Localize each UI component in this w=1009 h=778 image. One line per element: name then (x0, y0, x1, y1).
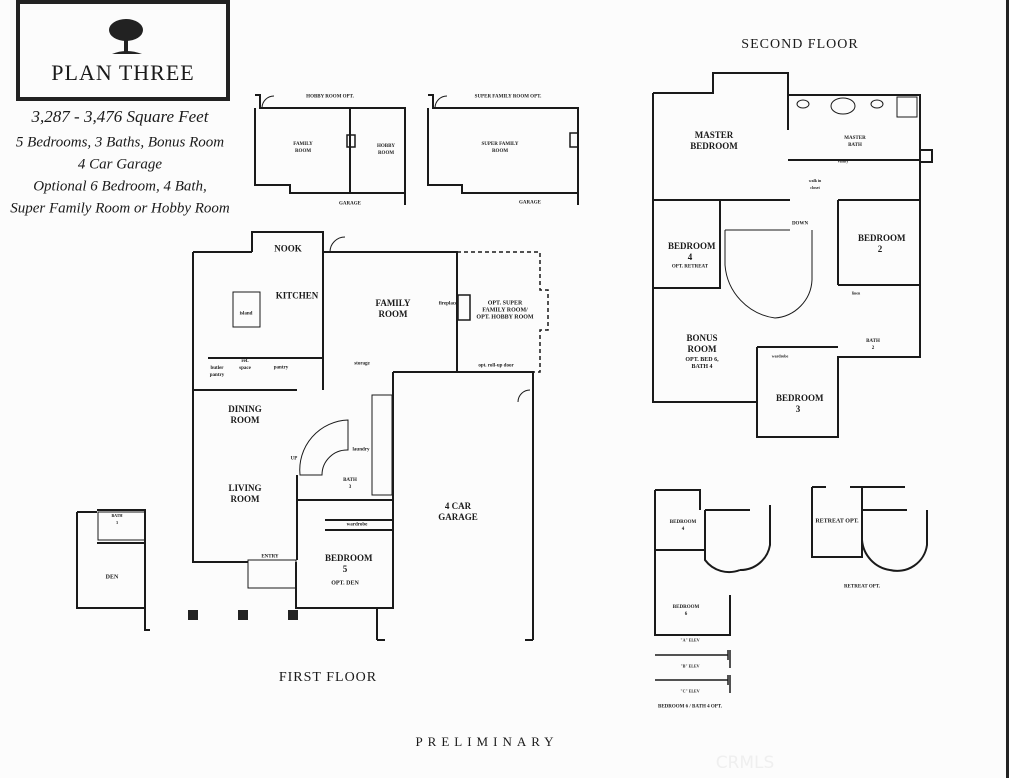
stair-up-label: UP (290, 456, 298, 462)
room-label-nook: NOOK (274, 243, 302, 254)
room-label-den: DEN (105, 574, 119, 581)
storage-label: storage (354, 361, 370, 367)
retreat-option-plan (811, 486, 928, 572)
second-floor-plan (652, 72, 933, 438)
room-label-bedroom2: BEDROOM 2 (858, 233, 906, 254)
first-floor-plan (192, 231, 549, 641)
den-bath-label: BATH 3 (111, 513, 123, 525)
bedroom6-option-plan (654, 489, 771, 693)
fireplace-label: fireplace (438, 301, 458, 307)
room-label-living: LIVING ROOM (228, 483, 262, 504)
plan-logo: PLAN THREE (16, 0, 230, 101)
room-label: HOBBY ROOM (376, 144, 396, 156)
stair-down-label: DOWN (791, 221, 809, 227)
room-label: SUPER FAMILY ROOM (481, 142, 519, 154)
feature-line: 5 Bedrooms, 3 Baths, Bonus Room (15, 134, 225, 151)
room-label-bonus: BONUS ROOM (686, 333, 718, 354)
elevation-c-label: "C" ELEV (680, 688, 700, 694)
room-label-bedroom4-opt: BEDROOM 4 (669, 520, 697, 532)
room-label-kitchen: KITCHEN (275, 290, 319, 301)
super-family-room-option-plan (427, 94, 579, 205)
second-floor-title: SECOND FLOOR (741, 37, 859, 52)
opt-retreat-label: OPT. RETREAT (671, 264, 709, 270)
bath3-label: BATH 3 (343, 478, 357, 490)
retreat-option-title: RETREAT OPT. (843, 584, 881, 590)
walkin-closet-label: walk in closet (808, 178, 822, 190)
retreat-option-label: RETREAT OPT. (815, 518, 859, 525)
tree-logo-icon (109, 19, 143, 54)
elevation-b-label: "B" ELEV (680, 663, 700, 669)
room-label-bedroom5: BEDROOM 5 (325, 553, 373, 574)
bath2-label: BATH 2 (866, 339, 880, 351)
preliminary-label: PRELIMINARY (415, 734, 559, 749)
bedroom6-option-title: BEDROOM 6 / BATH 4 OPT. (658, 704, 722, 710)
entry-label: ENTRY (261, 554, 279, 560)
room-label-bedroom3: BEDROOM 3 (776, 393, 824, 414)
square-feet: 3,287 - 3,476 Square Feet (31, 107, 209, 126)
wardrobe-label: wardrobe (771, 353, 789, 359)
feature-line: Super Family Room or Hobby Room (10, 200, 230, 217)
room-label: GARAGE (339, 201, 361, 207)
opt-bed6-label: OPT. BED 6, BATH 4 (685, 357, 719, 370)
plan-title: PLAN THREE (51, 60, 195, 85)
opt-den-label: OPT. DEN (331, 580, 359, 587)
room-label-master: MASTER BEDROOM (690, 130, 738, 151)
room-label-dining: DINING ROOM (228, 404, 262, 425)
linen-label: linen (851, 290, 861, 296)
pantry-label: pantry (273, 365, 289, 371)
super-family-option-title: SUPER FAMILY ROOM OPT. (474, 94, 542, 100)
feature-line: 4 Car Garage (77, 156, 163, 173)
den-option-plan (76, 509, 150, 631)
room-label-island: island (239, 311, 253, 317)
rollup-door-label: opt. roll-up door (478, 363, 514, 369)
butler-pantry-label: butler pantry (209, 366, 225, 378)
room-label: FAMILY ROOM (293, 142, 313, 154)
room-label-garage: 4 CAR GARAGE (438, 501, 478, 522)
room-label-bedroom6: BEDROOM 6 (672, 605, 700, 617)
vanity-label: vanity (837, 158, 849, 164)
hobby-option-title: HOBBY ROOM OPT. (306, 94, 354, 100)
room-label-family: FAMILY ROOM (375, 298, 411, 319)
room-label-opt-super: OPT. SUPER FAMILY ROOM/ OPT. HOBBY ROOM (476, 300, 534, 321)
room-label-bedroom4: BEDROOM 4 (668, 241, 716, 262)
first-floor-title: FIRST FLOOR (278, 670, 378, 685)
wardrobe-label: wardrobe (346, 522, 368, 528)
column-markers (188, 610, 298, 620)
elevation-a-label: "A" ELEV (680, 637, 700, 643)
laundry-label: laundry (352, 447, 370, 453)
hobby-room-option-plan (254, 94, 406, 205)
room-label: GARAGE (519, 200, 541, 206)
feature-line: Optional 6 Bedroom, 4 Bath, (33, 178, 207, 195)
ref-space-label: ref. space (239, 359, 251, 371)
crmls-watermark: CRMLS (715, 753, 775, 773)
master-bath-label: MASTER BATH (844, 136, 866, 148)
